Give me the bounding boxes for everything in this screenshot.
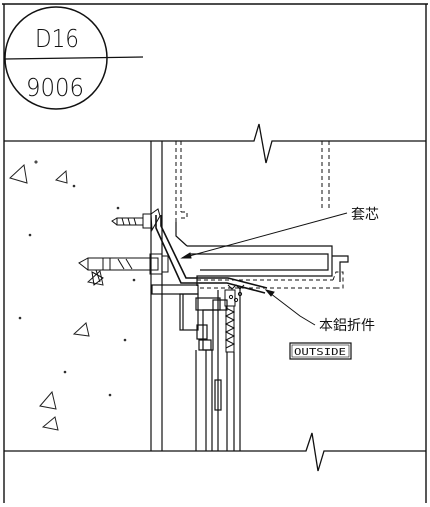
- sheet-border: [2, 3, 428, 503]
- detail-bubble: D16 9006: [4, 6, 144, 110]
- sealant-joint: [224, 284, 245, 353]
- label-outside: OUTSIDE: [294, 347, 346, 358]
- concrete-hatch: [9, 160, 136, 431]
- label-sleeve-core: 套芯: [351, 207, 379, 223]
- callouts: 套芯 本鋁折件 OUTSIDE: [289, 207, 379, 360]
- window-frame-mullion: [195, 286, 241, 451]
- detail-code: D16: [35, 24, 79, 53]
- fixing-bracket: [151, 284, 228, 351]
- sleeve-core-hidden-lines: [175, 141, 344, 289]
- anchor-bolt-lower: [78, 253, 169, 286]
- break-line-bottom: [4, 432, 426, 472]
- leader-lines: [180, 212, 348, 326]
- aluminum-frame-profile: [175, 222, 349, 286]
- outside-tag-box: [289, 342, 352, 360]
- sheet-number: 9006: [26, 73, 84, 102]
- label-aluminum-part: 本鋁折件: [319, 318, 375, 334]
- concrete-wall: [150, 141, 163, 451]
- anchor-bolt-upper: [111, 208, 161, 232]
- break-line-top: [4, 123, 426, 164]
